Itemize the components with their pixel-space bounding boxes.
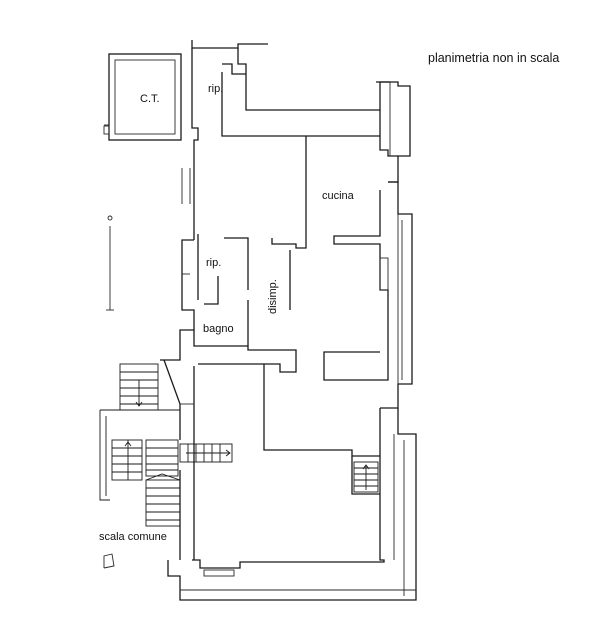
left-boundary xyxy=(103,215,115,569)
label-bagno: bagno xyxy=(203,323,234,335)
label-cucina: cucina xyxy=(322,190,355,202)
common-staircase xyxy=(99,363,233,527)
internal-stair xyxy=(353,461,379,493)
label-ct: C.T. xyxy=(140,93,160,105)
label-rip-top: rip. xyxy=(208,83,223,95)
scale-note: planimetria non in scala xyxy=(428,51,559,65)
building-walls xyxy=(160,40,417,601)
label-disimp: disimp. xyxy=(267,279,279,314)
label-rip-mid: rip. xyxy=(206,257,221,269)
interior-walls xyxy=(197,136,380,495)
ct-room xyxy=(103,53,182,141)
label-scala-comune: scala comune xyxy=(99,531,167,543)
